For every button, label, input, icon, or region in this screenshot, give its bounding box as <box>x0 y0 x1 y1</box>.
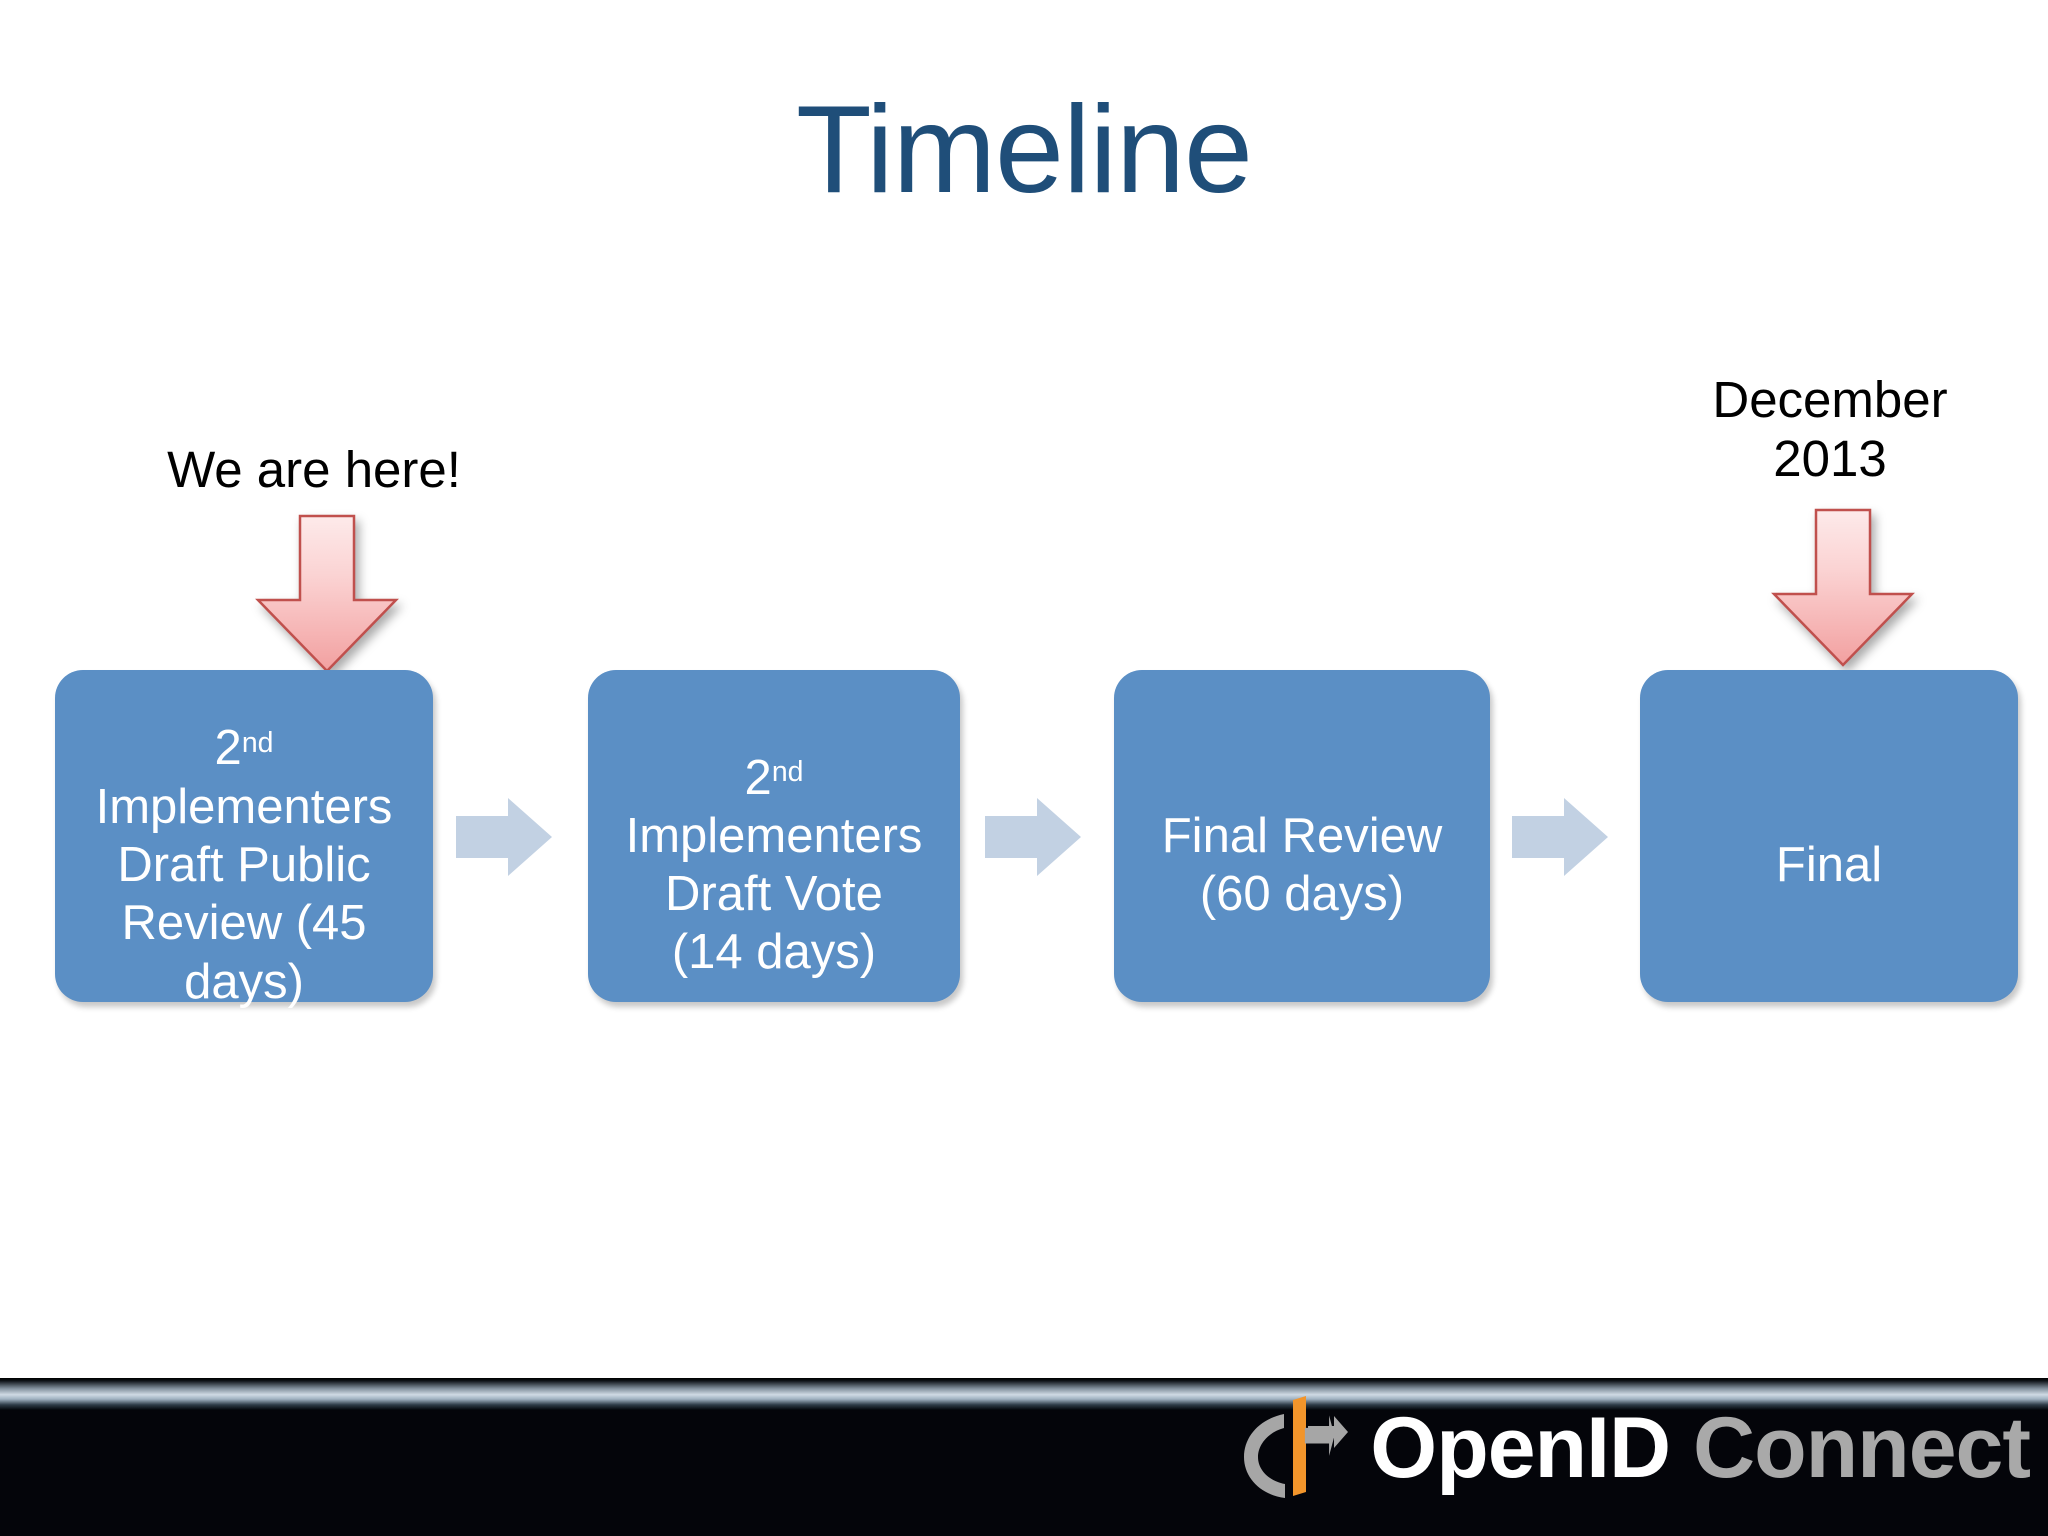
right-arrow-icon-1 <box>456 798 552 876</box>
process-step-box-3[interactable]: Final Review (60 days) <box>1114 670 1490 1002</box>
step-ordinal-number-1: 2 <box>214 721 242 776</box>
process-step-label-2: 2nd Implementers Draft Vote (14 days) <box>626 690 923 981</box>
callout-label-we-are-here: We are here! <box>167 441 461 498</box>
process-step-label-1: 2nd Implementers Draft Public Review (45… <box>96 661 393 1011</box>
brand-word-connect <box>1670 1400 1693 1496</box>
step-body-text-2: Implementers Draft Vote (14 days) <box>625 808 923 980</box>
step-body-text-1: Implementers Draft Public Review (45 day… <box>95 779 393 1009</box>
footer-black-bar <box>0 1410 2048 1536</box>
process-step-label-3: Final Review (60 days) <box>1162 749 1442 924</box>
brand-word-connect-text: Connect <box>1693 1400 2031 1496</box>
down-arrow-icon-december-2013 <box>1771 508 1915 667</box>
down-arrow-icon-we-are-here <box>255 514 399 673</box>
slide-footer: OpenID Connect <box>0 1378 2048 1536</box>
openid-connect-brand: OpenID Connect <box>1236 1396 2031 1500</box>
openid-logo-icon <box>1244 1396 1349 1498</box>
footer-metal-divider <box>0 1378 2048 1410</box>
step-ordinal-number-2: 2 <box>744 750 772 805</box>
page-title: Timeline <box>796 81 1253 219</box>
callout-label-december-2013: December 2013 <box>1712 371 1948 488</box>
process-step-box-1[interactable]: 2nd Implementers Draft Public Review (45… <box>55 670 433 1005</box>
step-ordinal-suffix-1: nd <box>241 726 274 759</box>
process-step-box-4[interactable]: Final <box>1640 670 2018 1002</box>
brand-word-openid: OpenID <box>1370 1400 1671 1496</box>
step-body-text-4: Final <box>1775 838 1883 892</box>
step-body-text-3: Final Review (60 days) <box>1161 808 1443 922</box>
brand-wordmark: OpenID Connect <box>1370 1405 2031 1491</box>
process-step-box-2[interactable]: 2nd Implementers Draft Vote (14 days) <box>588 670 960 1002</box>
step-ordinal-suffix-2: nd <box>771 755 804 788</box>
right-arrow-icon-3 <box>1512 798 1608 876</box>
process-step-label-4: Final <box>1776 778 1882 895</box>
right-arrow-icon-2 <box>985 798 1081 876</box>
